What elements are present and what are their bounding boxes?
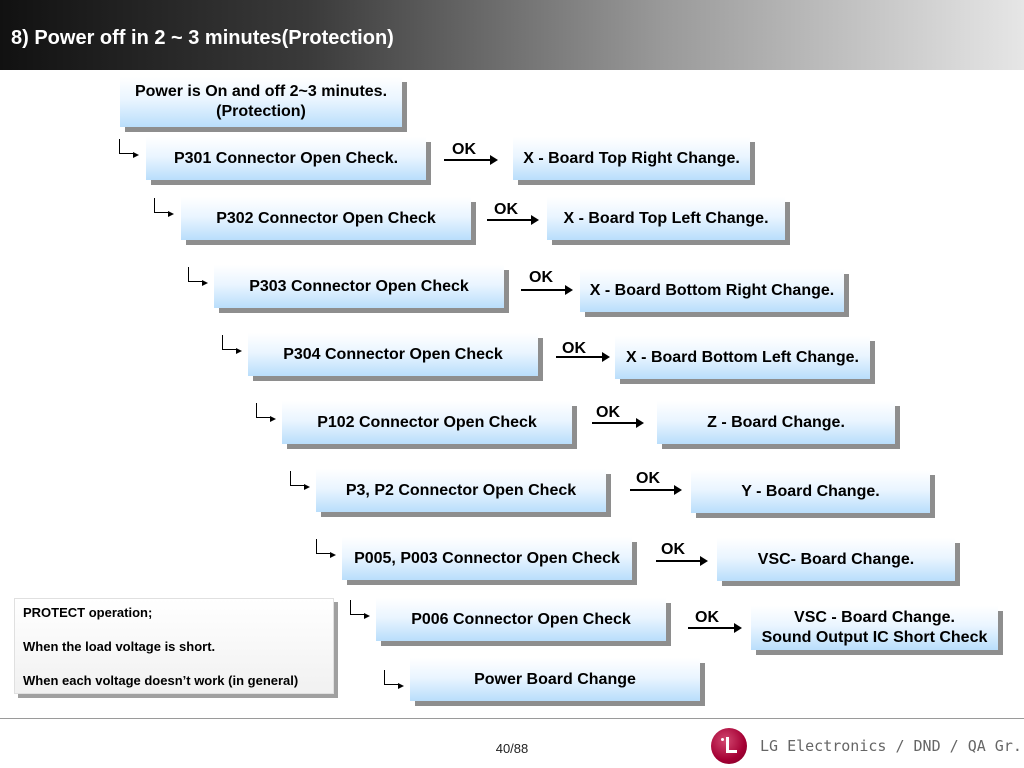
action-box-x-bottom-left: X - Board Bottom Left Change. (615, 336, 870, 379)
action-label: VSC- Board Change. (757, 550, 915, 568)
ok-label: OK (452, 141, 476, 158)
ok-label: OK (494, 201, 518, 218)
flow-elbow-arrow (154, 198, 174, 217)
ok-label: OK (562, 340, 586, 357)
ok-arrow (556, 352, 610, 362)
action-box-vsc-board: VSC- Board Change. (717, 538, 955, 581)
footer-divider (0, 718, 1024, 719)
flow-elbow-arrow (350, 600, 370, 619)
start-line-1: Power is On and off 2~3 minutes. (134, 83, 388, 100)
ok-arrow (630, 485, 682, 495)
action-box-z-board: Z - Board Change. (657, 401, 895, 444)
ok-arrow (688, 623, 742, 633)
ok-label: OK (636, 470, 660, 487)
action-label: X - Board Top Left Change. (563, 209, 769, 227)
lg-logo-icon (711, 728, 747, 764)
ok-arrow (487, 215, 539, 225)
ok-arrow (592, 418, 644, 428)
action-label: Z - Board Change. (707, 413, 845, 431)
check-box-p304: P304 Connector Open Check (248, 333, 538, 376)
final-label: Power Board Change (474, 670, 636, 688)
flow-elbow-arrow (188, 267, 208, 286)
protect-line-1: When the load voltage is short. (23, 639, 216, 654)
check-label: P005, P003 Connector Open Check (354, 549, 620, 567)
flow-elbow-arrow (222, 335, 242, 354)
action-label-line-2: Sound Output IC Short Check (761, 629, 988, 646)
ok-arrow (444, 155, 498, 165)
action-label: X - Board Top Right Change. (523, 149, 740, 167)
action-box-x-top-right: X - Board Top Right Change. (513, 137, 750, 180)
action-label: X - Board Bottom Left Change. (626, 348, 859, 366)
flow-elbow-arrow (384, 670, 404, 689)
check-label: P006 Connector Open Check (411, 610, 631, 628)
check-box-p302: P302 Connector Open Check (181, 197, 471, 240)
start-line-2: (Protection) (216, 103, 306, 120)
check-label: P102 Connector Open Check (317, 413, 537, 431)
ok-label: OK (661, 541, 685, 558)
action-label: X - Board Bottom Right Change. (589, 281, 835, 299)
page-title: 8) Power off in 2 ~ 3 minutes(Protection… (11, 27, 394, 49)
flow-elbow-arrow (256, 403, 276, 422)
ok-label: OK (596, 404, 620, 421)
start-box: Power is On and off 2~3 minutes. (Protec… (120, 77, 402, 127)
check-label: P302 Connector Open Check (216, 209, 436, 227)
check-box-p303: P303 Connector Open Check (214, 265, 504, 308)
check-box-p102: P102 Connector Open Check (282, 401, 572, 444)
protect-line-2: When each voltage doesn’t work (in gener… (23, 673, 299, 688)
title-bar: 8) Power off in 2 ~ 3 minutes(Protection… (0, 0, 1024, 70)
check-label: P301 Connector Open Check. (173, 149, 399, 167)
flow-elbow-arrow (316, 539, 336, 558)
check-label: P304 Connector Open Check (283, 345, 503, 363)
flow-elbow-arrow (119, 139, 139, 158)
check-box-p005-p003: P005, P003 Connector Open Check (342, 537, 632, 580)
final-box-power-board: Power Board Change (410, 658, 700, 701)
check-box-p006: P006 Connector Open Check (376, 598, 666, 641)
check-box-p301: P301 Connector Open Check. (146, 137, 426, 180)
ok-label: OK (529, 269, 553, 286)
protect-note: PROTECT operation; When the load voltage… (14, 598, 334, 694)
action-box-y-board: Y - Board Change. (691, 470, 930, 513)
check-label: P3, P2 Connector Open Check (345, 481, 577, 499)
action-label: Y - Board Change. (741, 482, 880, 500)
ok-arrow (521, 285, 573, 295)
page-number: 40/88 (495, 741, 529, 756)
ok-label: OK (695, 609, 719, 626)
flow-elbow-arrow (290, 471, 310, 490)
check-label: P303 Connector Open Check (249, 277, 469, 295)
action-box-vsc-sound: VSC - Board Change. Sound Output IC Shor… (751, 606, 998, 650)
protect-title: PROTECT operation; (23, 605, 153, 620)
ok-arrow (656, 556, 708, 566)
company-label: LG Electronics / DND / QA Gr. (760, 737, 1022, 755)
check-box-p3-p2: P3, P2 Connector Open Check (316, 469, 606, 512)
action-box-x-bottom-right: X - Board Bottom Right Change. (580, 269, 844, 312)
action-label-line-1: VSC - Board Change. (794, 609, 955, 626)
action-box-x-top-left: X - Board Top Left Change. (547, 197, 785, 240)
